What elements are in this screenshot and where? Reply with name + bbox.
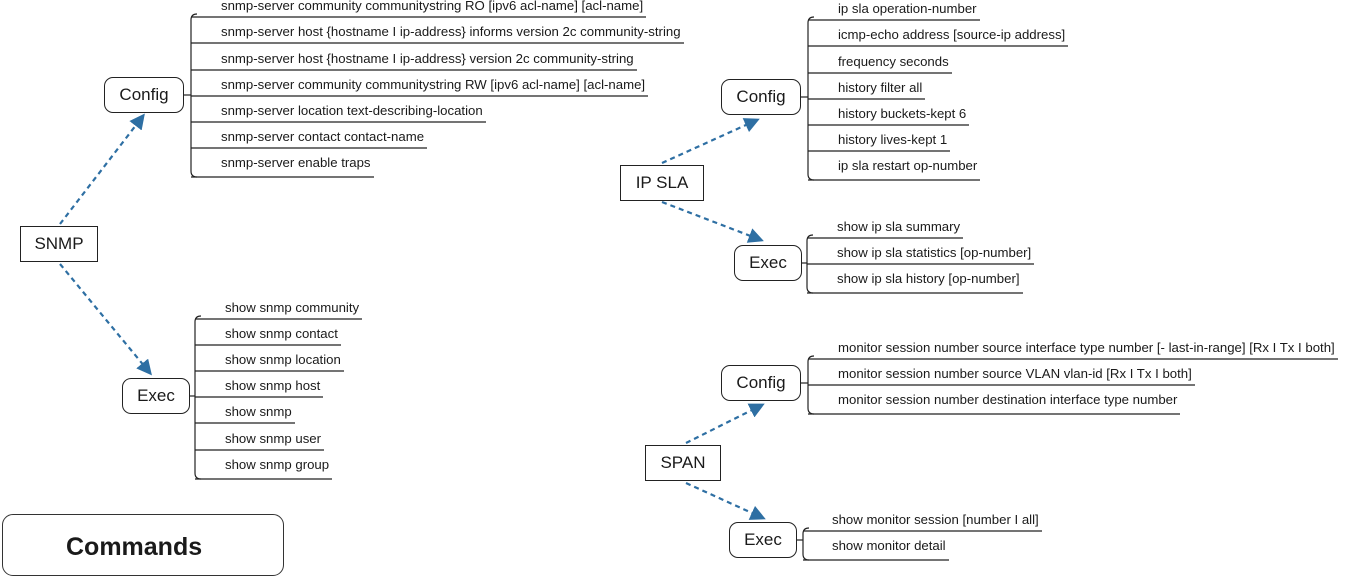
snmp-root-node: SNMP (20, 226, 98, 262)
ipsla-to-config-arrow (661, 118, 760, 165)
ipsla-exec-node: Exec (734, 245, 802, 281)
ipsla-config-command: ip sla operation-number (838, 1, 977, 16)
span-config-node: Config (721, 365, 801, 401)
ipsla-config-command: history buckets-kept 6 (838, 106, 967, 121)
snmp-exec-command: show snmp contact (225, 326, 338, 341)
snmp-config-command: snmp-server community communitystring RO… (221, 0, 644, 13)
ipsla-exec-command: show ip sla summary (837, 219, 961, 234)
ipsla-config-command: ip sla restart op-number (838, 158, 978, 173)
span-to-exec-arrow (685, 481, 766, 520)
ipsla-config-command: icmp-echo address [source-ip address] (838, 27, 1066, 42)
ipsla-config-command: history filter all (838, 80, 923, 95)
snmp-config-command: snmp-server contact contact-name (221, 129, 425, 144)
snmp-config-command: snmp-server host {hostname I ip-address}… (221, 51, 634, 66)
snmp-exec-node: Exec (122, 378, 190, 414)
snmp-config-command: snmp-server host {hostname I ip-address}… (221, 24, 681, 39)
snmp-config-command: snmp-server community communitystring RW… (221, 77, 646, 92)
span-to-config-arrow (685, 403, 765, 444)
snmp-exec-command: show snmp host (225, 378, 321, 393)
snmp-config-node: Config (104, 77, 184, 113)
span-root-node: SPAN (645, 445, 721, 481)
ipsla-to-exec-arrow (661, 200, 764, 243)
span-exec-node: Exec (729, 522, 797, 558)
snmp-to-exec-arrow (59, 263, 152, 376)
span-exec-command: show monitor detail (832, 538, 946, 553)
span-config-command: monitor session number source interface … (838, 340, 1335, 355)
legend-box: Commands (2, 514, 284, 576)
snmp-exec-command: show snmp location (225, 352, 341, 367)
span-config-command: monitor session number destination inter… (838, 392, 1178, 407)
snmp-config-command: snmp-server location text-describing-loc… (221, 103, 483, 118)
snmp-exec-command: show snmp user (225, 431, 322, 446)
snmp-exec-command: show snmp (225, 404, 292, 419)
ipsla-exec-command: show ip sla statistics [op-number] (837, 245, 1032, 260)
ipsla-root-node: IP SLA (620, 165, 704, 201)
snmp-exec-command: show snmp group (225, 457, 330, 472)
snmp-exec-command: show snmp community (225, 300, 360, 315)
snmp-config-command: snmp-server enable traps (221, 155, 371, 170)
ipsla-exec-command: show ip sla history [op-number] (837, 271, 1020, 286)
ipsla-config-command: frequency seconds (838, 54, 949, 69)
snmp-to-config-arrow (59, 113, 145, 225)
legend-title: Commands (66, 533, 203, 561)
ipsla-config-command: history lives-kept 1 (838, 132, 948, 147)
span-config-command: monitor session number source VLAN vlan-… (838, 366, 1192, 381)
span-exec-command: show monitor session [number I all] (832, 512, 1039, 527)
ipsla-config-node: Config (721, 79, 801, 115)
span-exec-command-bracket (802, 527, 810, 561)
